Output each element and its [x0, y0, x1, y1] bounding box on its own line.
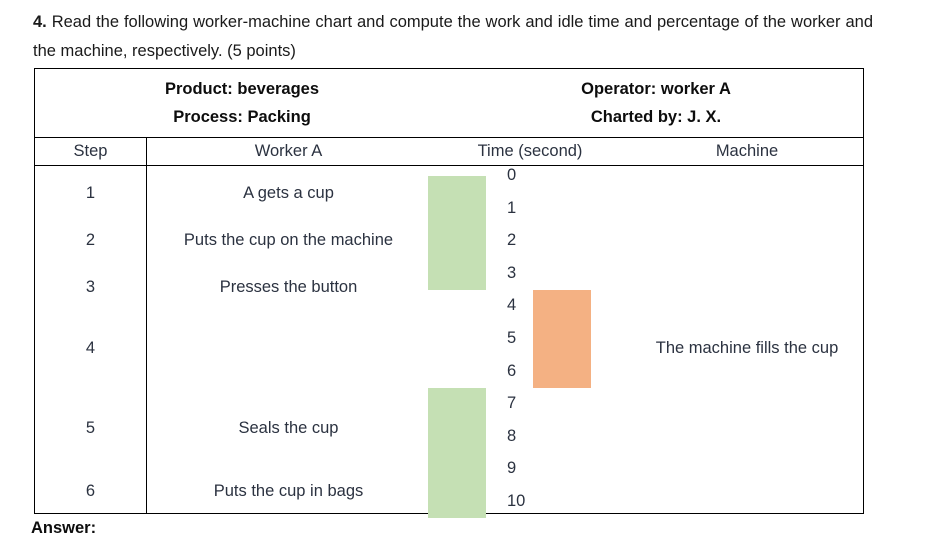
meta-column-right: Operator: worker A Charted by: J. X.: [449, 69, 863, 137]
worker-task-3: Presses the button: [219, 278, 358, 296]
table-column-header: Step Worker A Time (second) Machine: [35, 138, 863, 166]
time-tick-1: 1: [507, 198, 517, 217]
question-text: Read the following worker-machine chart …: [33, 13, 873, 60]
column-header-step: Step: [73, 142, 108, 160]
time-tick-9: 9: [507, 459, 517, 478]
meta-charted-by: Charted by: J. X.: [590, 108, 722, 126]
column-header-machine: Machine: [715, 142, 779, 160]
table-meta-header: Product: beverages Process: Packing Oper…: [35, 69, 863, 138]
machine-activity-bar-1: [533, 290, 591, 388]
column-header-time: Time (second): [477, 142, 583, 160]
step-number-2: 2: [85, 231, 96, 249]
answer-label: Answer:: [31, 519, 97, 537]
question-prompt: 4. Read the following worker-machine cha…: [33, 8, 873, 66]
time-tick-10: 10: [507, 492, 526, 510]
column-header-worker: Worker A: [254, 142, 323, 160]
time-tick-3: 3: [507, 263, 517, 282]
step-number-5: 5: [85, 419, 96, 437]
time-tick-2: 2: [507, 231, 517, 250]
time-tick-8: 8: [507, 426, 517, 445]
meta-operator: Operator: worker A: [581, 80, 731, 98]
question-number: 4.: [33, 13, 47, 31]
step-number-1: 1: [85, 184, 96, 202]
time-tick-4: 4: [507, 296, 517, 315]
time-tick-0: 0: [507, 166, 517, 184]
step-number-3: 3: [85, 278, 96, 296]
machine-task-1: The machine fills the cup: [655, 339, 839, 357]
worker-task-1: A gets a cup: [243, 184, 334, 202]
worker-task-6: Puts the cup in bags: [213, 482, 364, 500]
column-divider-step-worker: [146, 138, 147, 513]
worker-activity-bar-1: [428, 176, 486, 291]
step-number-6: 6: [85, 482, 96, 500]
worker-task-5: Seals the cup: [238, 419, 339, 437]
time-tick-6: 6: [507, 361, 517, 380]
worker-activity-bar-2: [428, 387, 486, 519]
step-number-4: 4: [85, 339, 96, 357]
meta-column-left: Product: beverages Process: Packing: [35, 69, 449, 137]
worker-machine-chart-table: Product: beverages Process: Packing Oper…: [34, 68, 864, 519]
time-tick-7: 7: [507, 394, 517, 413]
meta-process: Process: Packing: [173, 108, 311, 126]
meta-product: Product: beverages: [164, 80, 320, 98]
worker-task-2: Puts the cup on the machine: [183, 231, 394, 249]
time-tick-5: 5: [507, 329, 517, 347]
